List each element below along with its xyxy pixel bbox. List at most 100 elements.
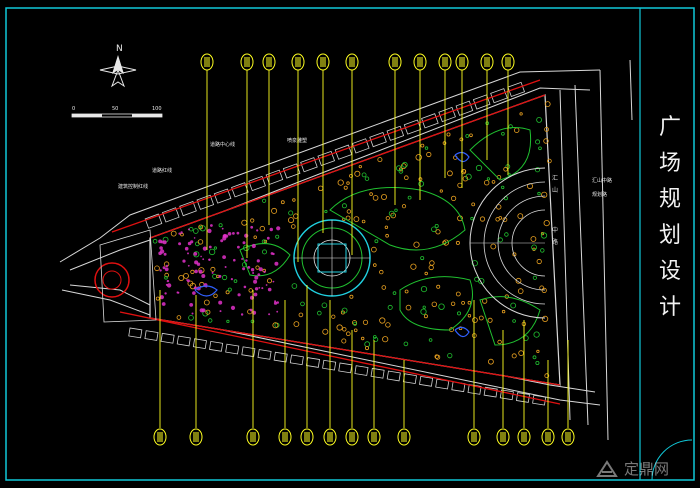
tree-symbol	[470, 216, 474, 221]
drawing-title: 广 场 规 划 设 计	[650, 110, 690, 326]
tree-symbol	[193, 228, 199, 234]
tree-symbol	[401, 204, 407, 209]
tree-symbol	[541, 191, 548, 198]
flower-symbol	[184, 246, 189, 251]
tree-symbol	[152, 238, 158, 244]
tree-symbol	[517, 213, 524, 220]
road-label-3: 路	[552, 238, 558, 246]
tree-symbol	[183, 272, 189, 279]
building-block	[225, 343, 240, 355]
tree-symbol	[511, 353, 517, 359]
flower-symbol	[256, 229, 259, 232]
tree-symbol	[497, 339, 502, 345]
building-block	[192, 338, 207, 350]
tree-symbol	[540, 248, 545, 253]
flower-symbol	[254, 287, 259, 291]
tree-symbol	[372, 195, 379, 201]
flower-symbol	[254, 275, 259, 280]
callout-bubble	[541, 428, 555, 446]
flower-symbol	[162, 240, 167, 245]
callout-text-mark	[442, 57, 448, 67]
tree-symbol	[540, 232, 545, 236]
callout-text-mark	[545, 432, 551, 442]
building-block	[265, 169, 284, 185]
tree-symbol	[208, 248, 216, 256]
flower-symbol	[249, 308, 253, 312]
tree-symbol	[392, 291, 397, 295]
tree-symbol	[287, 217, 294, 224]
tree-symbol	[288, 210, 294, 216]
scale-bar: 0 50 100	[71, 106, 163, 118]
tree-symbol	[475, 164, 483, 172]
tree-symbol	[510, 302, 517, 309]
building-block	[144, 213, 163, 229]
callout-text-mark	[320, 57, 326, 67]
tree-symbol	[341, 338, 347, 344]
callout-text-mark	[295, 57, 301, 67]
flower-symbol	[265, 284, 268, 286]
tree-symbol	[353, 328, 358, 333]
building-block	[472, 94, 491, 110]
tree-symbol	[431, 226, 437, 233]
flower-symbol	[252, 272, 255, 274]
central-circle	[293, 219, 371, 297]
title-char: 规	[658, 187, 681, 212]
tree-symbol	[439, 189, 443, 193]
callout-bubble	[323, 428, 337, 446]
scale-label-0: 0	[72, 106, 75, 112]
tree-symbol	[518, 350, 524, 356]
tree-symbol	[382, 336, 389, 343]
tree-symbol	[342, 327, 347, 332]
annotation-center-axis: 道路中心线	[210, 141, 235, 148]
flower-symbol	[222, 255, 227, 259]
flower-symbol	[224, 266, 227, 268]
title-block-arc	[651, 439, 693, 481]
tree-symbol	[438, 303, 445, 310]
tree-symbol	[456, 311, 461, 316]
tree-symbol	[496, 204, 502, 210]
building-block	[179, 200, 197, 217]
tree-symbol	[384, 225, 389, 229]
tree-symbol	[154, 265, 160, 272]
tree-symbol	[543, 220, 550, 227]
tree-symbol	[374, 239, 379, 244]
tree-symbol	[536, 117, 542, 123]
tree-symbol	[484, 179, 490, 186]
callout-bubble	[496, 428, 510, 446]
tree-symbol	[190, 269, 195, 274]
tree-symbol	[364, 176, 370, 181]
tree-symbol	[403, 341, 409, 347]
flower-symbol	[159, 246, 163, 250]
callout-text-mark	[304, 432, 310, 442]
tree-symbol	[447, 352, 453, 359]
flower-symbol	[161, 302, 166, 306]
tree-symbol	[373, 336, 379, 342]
tree-symbol	[536, 258, 542, 265]
tree-symbol	[218, 223, 223, 228]
flower-symbol	[159, 249, 165, 254]
callout-text-mark	[327, 432, 333, 442]
watermark: 定鼎网	[596, 458, 669, 479]
tree-symbol	[462, 169, 467, 173]
callout-bubble	[291, 53, 305, 71]
tree-symbol	[345, 331, 351, 337]
roundabout	[94, 229, 157, 323]
tree-symbol	[503, 196, 508, 201]
flower-symbol	[166, 283, 172, 288]
flower-symbol	[165, 264, 169, 267]
tree-symbol	[341, 307, 348, 314]
building-block	[338, 362, 353, 374]
tree-symbol	[512, 319, 516, 323]
tree-symbol	[361, 219, 366, 224]
tree-symbol	[358, 165, 362, 169]
tree-symbol	[346, 209, 352, 214]
tree-symbol	[349, 294, 354, 299]
tree-symbol	[450, 195, 457, 201]
flower-symbol	[223, 233, 227, 238]
tree-symbol	[434, 354, 439, 359]
callout-text-mark	[401, 432, 407, 442]
tree-symbol	[343, 185, 348, 190]
tree-symbol	[385, 233, 389, 238]
flower-symbol	[261, 287, 264, 290]
